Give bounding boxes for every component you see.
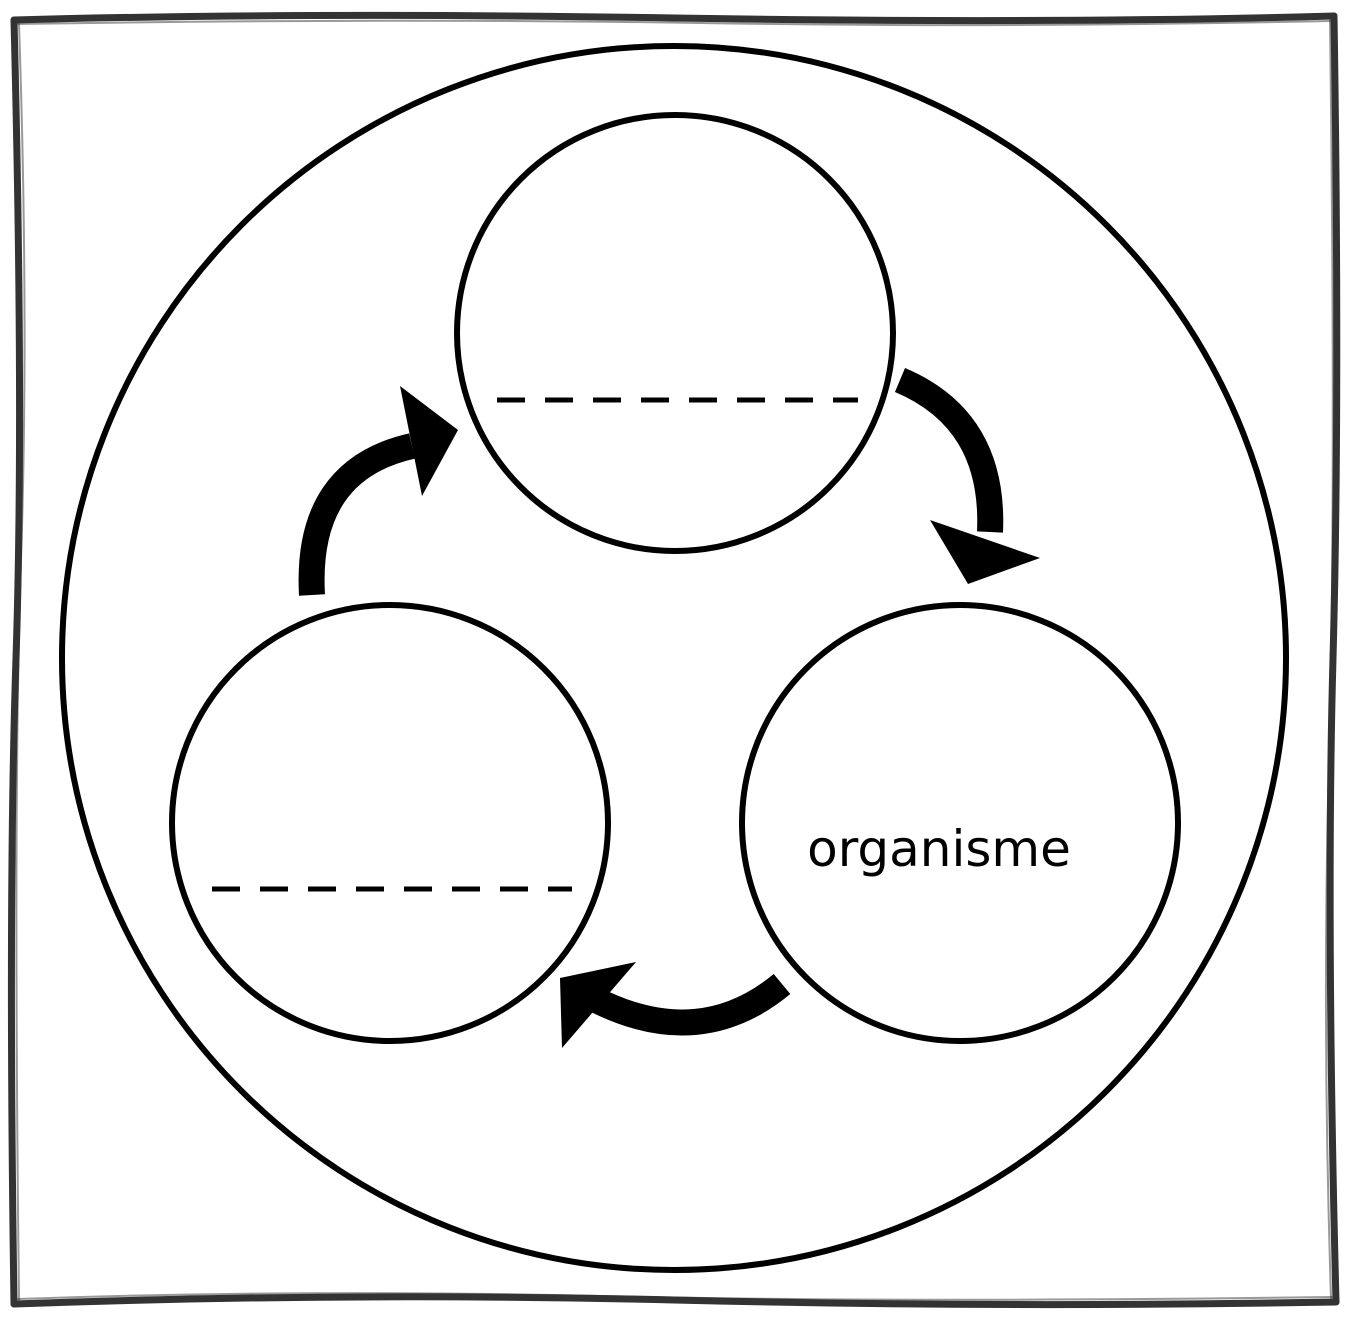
sketch-frame [7,11,1341,1309]
top-circle [454,112,896,554]
arrow-to-top-icon [298,386,458,596]
outer-circle [59,43,1289,1273]
bottom-right-circle [739,602,1181,1044]
arrow-to-bottom-right-icon [894,368,1040,584]
organisme-label: organisme [807,820,1071,878]
arrow-to-bottom-left-icon [560,962,791,1048]
bottom-left-circle [169,602,611,1044]
